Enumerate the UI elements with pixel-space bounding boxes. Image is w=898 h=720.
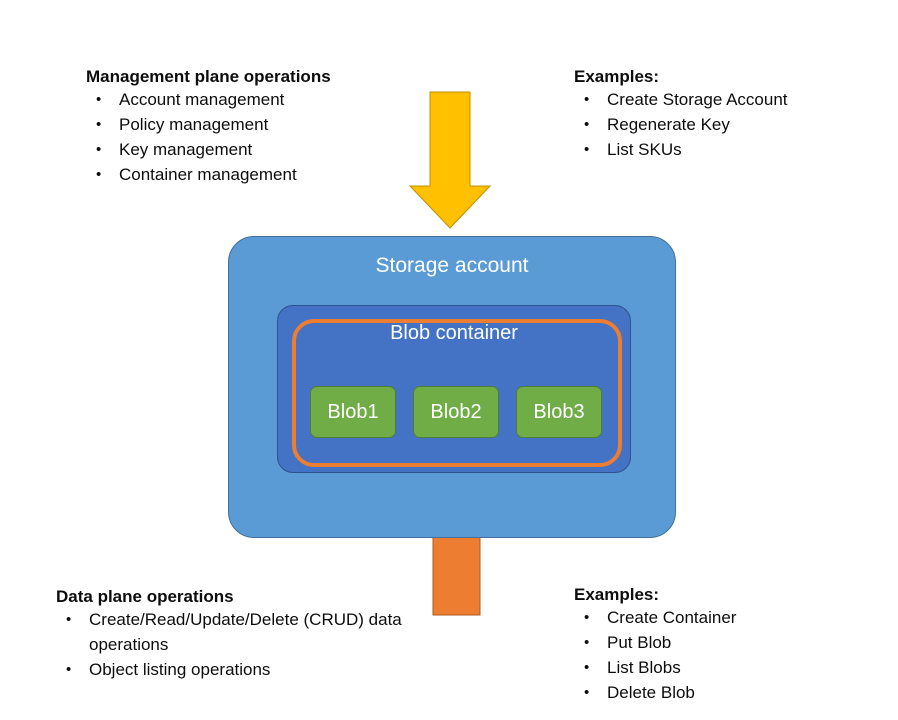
list-item: Object listing operations bbox=[56, 657, 476, 682]
management-examples-panel: Examples: Create Storage Account Regener… bbox=[574, 66, 884, 162]
data-plane-list: Create/Read/Update/Delete (CRUD) data op… bbox=[56, 607, 476, 682]
blob-container-box: Blob container bbox=[277, 305, 631, 473]
blob-container-label: Blob container bbox=[390, 322, 518, 344]
management-examples-title: Examples: bbox=[574, 67, 660, 86]
management-examples-list: Create Storage Account Regenerate Key Li… bbox=[574, 87, 884, 162]
blob-box: Blob1 bbox=[310, 386, 396, 438]
list-item: Policy management bbox=[86, 112, 486, 137]
management-plane-title: Management plane operations bbox=[86, 67, 331, 86]
list-item: List SKUs bbox=[574, 137, 884, 162]
list-item: Create Container bbox=[574, 605, 884, 630]
list-item: Create Storage Account bbox=[574, 87, 884, 112]
data-plane-title: Data plane operations bbox=[56, 587, 234, 606]
data-examples-list: Create Container Put Blob List Blobs Del… bbox=[574, 605, 884, 705]
list-item: Create/Read/Update/Delete (CRUD) data op… bbox=[56, 607, 476, 657]
list-item: Put Blob bbox=[574, 630, 884, 655]
management-plane-list: Account management Policy management Key… bbox=[86, 87, 486, 187]
data-examples-title: Examples: bbox=[574, 585, 660, 604]
list-item: Regenerate Key bbox=[574, 112, 884, 137]
storage-account-label: Storage account bbox=[375, 254, 529, 277]
list-item: List Blobs bbox=[574, 655, 884, 680]
blob-box: Blob3 bbox=[516, 386, 602, 438]
list-item: Account management bbox=[86, 87, 486, 112]
management-plane-panel: Management plane operations Account mana… bbox=[86, 66, 486, 187]
data-plane-panel: Data plane operations Create/Read/Update… bbox=[56, 586, 476, 682]
list-item: Key management bbox=[86, 137, 486, 162]
list-item: Delete Blob bbox=[574, 680, 884, 705]
data-examples-panel: Examples: Create Container Put Blob List… bbox=[574, 584, 884, 705]
blob-box: Blob2 bbox=[413, 386, 499, 438]
data-plane-scope-outline bbox=[292, 319, 622, 467]
list-item: Container management bbox=[86, 162, 486, 187]
storage-account-box: Storage account bbox=[228, 236, 676, 538]
blob-row: Blob1 Blob2 Blob3 bbox=[310, 386, 602, 438]
